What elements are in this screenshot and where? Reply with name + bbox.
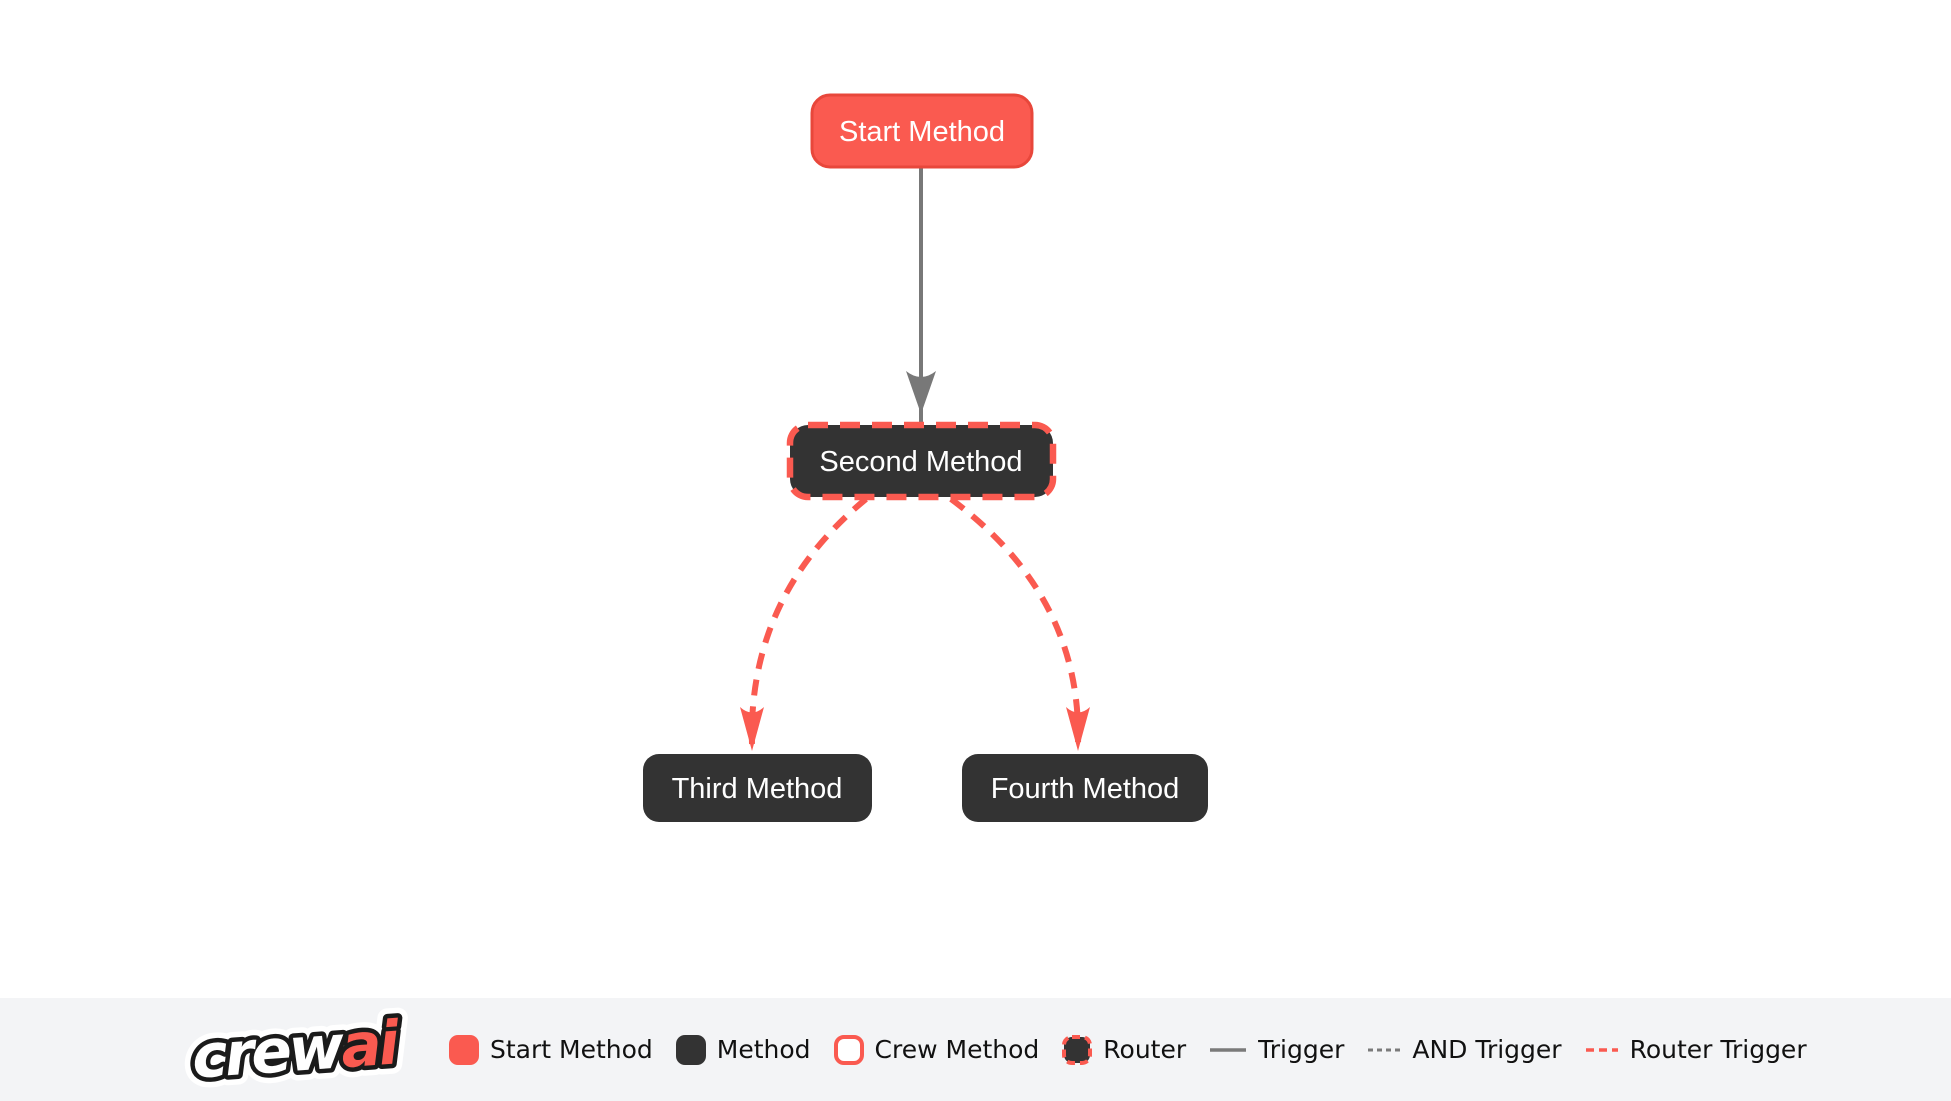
legend-item-start-method: Start Method (448, 1034, 653, 1066)
legend-label: Start Method (490, 1035, 653, 1064)
edge-router-trigger-second-to-fourth (949, 496, 1090, 751)
node-start-method[interactable]: Start Method (810, 93, 1034, 169)
node-label: Third Method (672, 773, 843, 805)
flow-canvas[interactable]: Start Method Second Method Third Method … (0, 0, 1951, 998)
arrowhead-icon (1066, 707, 1090, 751)
legend-item-router-trigger: Router Trigger (1584, 1034, 1807, 1066)
node-label: Fourth Method (991, 773, 1180, 805)
legend-items: Start Method Method Crew Method Router (448, 1034, 1807, 1066)
arrowhead-icon (740, 707, 764, 751)
legend-label: AND Trigger (1412, 1035, 1562, 1064)
legend-label: Router Trigger (1629, 1035, 1807, 1064)
edge-trigger-start-to-second (906, 167, 936, 424)
arrowhead-icon (906, 371, 936, 414)
start-method-swatch-icon (449, 1034, 479, 1065)
legend-item-router: Router (1061, 1034, 1186, 1066)
node-fourth-method[interactable]: Fourth Method (962, 754, 1208, 822)
legend-bar: crewai crewai Start Method Method (0, 998, 1951, 1101)
trigger-line-icon (1210, 1047, 1247, 1052)
node-label: Start Method (839, 116, 1005, 148)
legend-item-method: Method (675, 1034, 811, 1066)
legend-item-trigger: Trigger (1208, 1034, 1344, 1066)
and-trigger-line-icon (1368, 1048, 1401, 1051)
node-label: Second Method (819, 446, 1022, 478)
router-trigger-line-icon (1585, 1047, 1618, 1052)
crewai-logo: crewai crewai (180, 998, 418, 1101)
legend-label: Router (1103, 1035, 1187, 1064)
legend-label: Trigger (1258, 1035, 1345, 1064)
crew-method-swatch-icon (833, 1034, 864, 1065)
edge-router-trigger-second-to-third (740, 496, 868, 751)
legend-item-and-trigger: AND Trigger (1366, 1034, 1562, 1066)
legend-label: Crew Method (874, 1035, 1040, 1064)
node-third-method[interactable]: Third Method (643, 754, 872, 822)
method-swatch-icon (675, 1034, 706, 1065)
logo-text: crewai (190, 1008, 403, 1092)
legend-label: Method (716, 1035, 811, 1064)
legend-item-crew-method: Crew Method (833, 1034, 1040, 1066)
node-second-method[interactable]: Second Method (786, 421, 1057, 501)
router-swatch-icon (1062, 1034, 1093, 1065)
